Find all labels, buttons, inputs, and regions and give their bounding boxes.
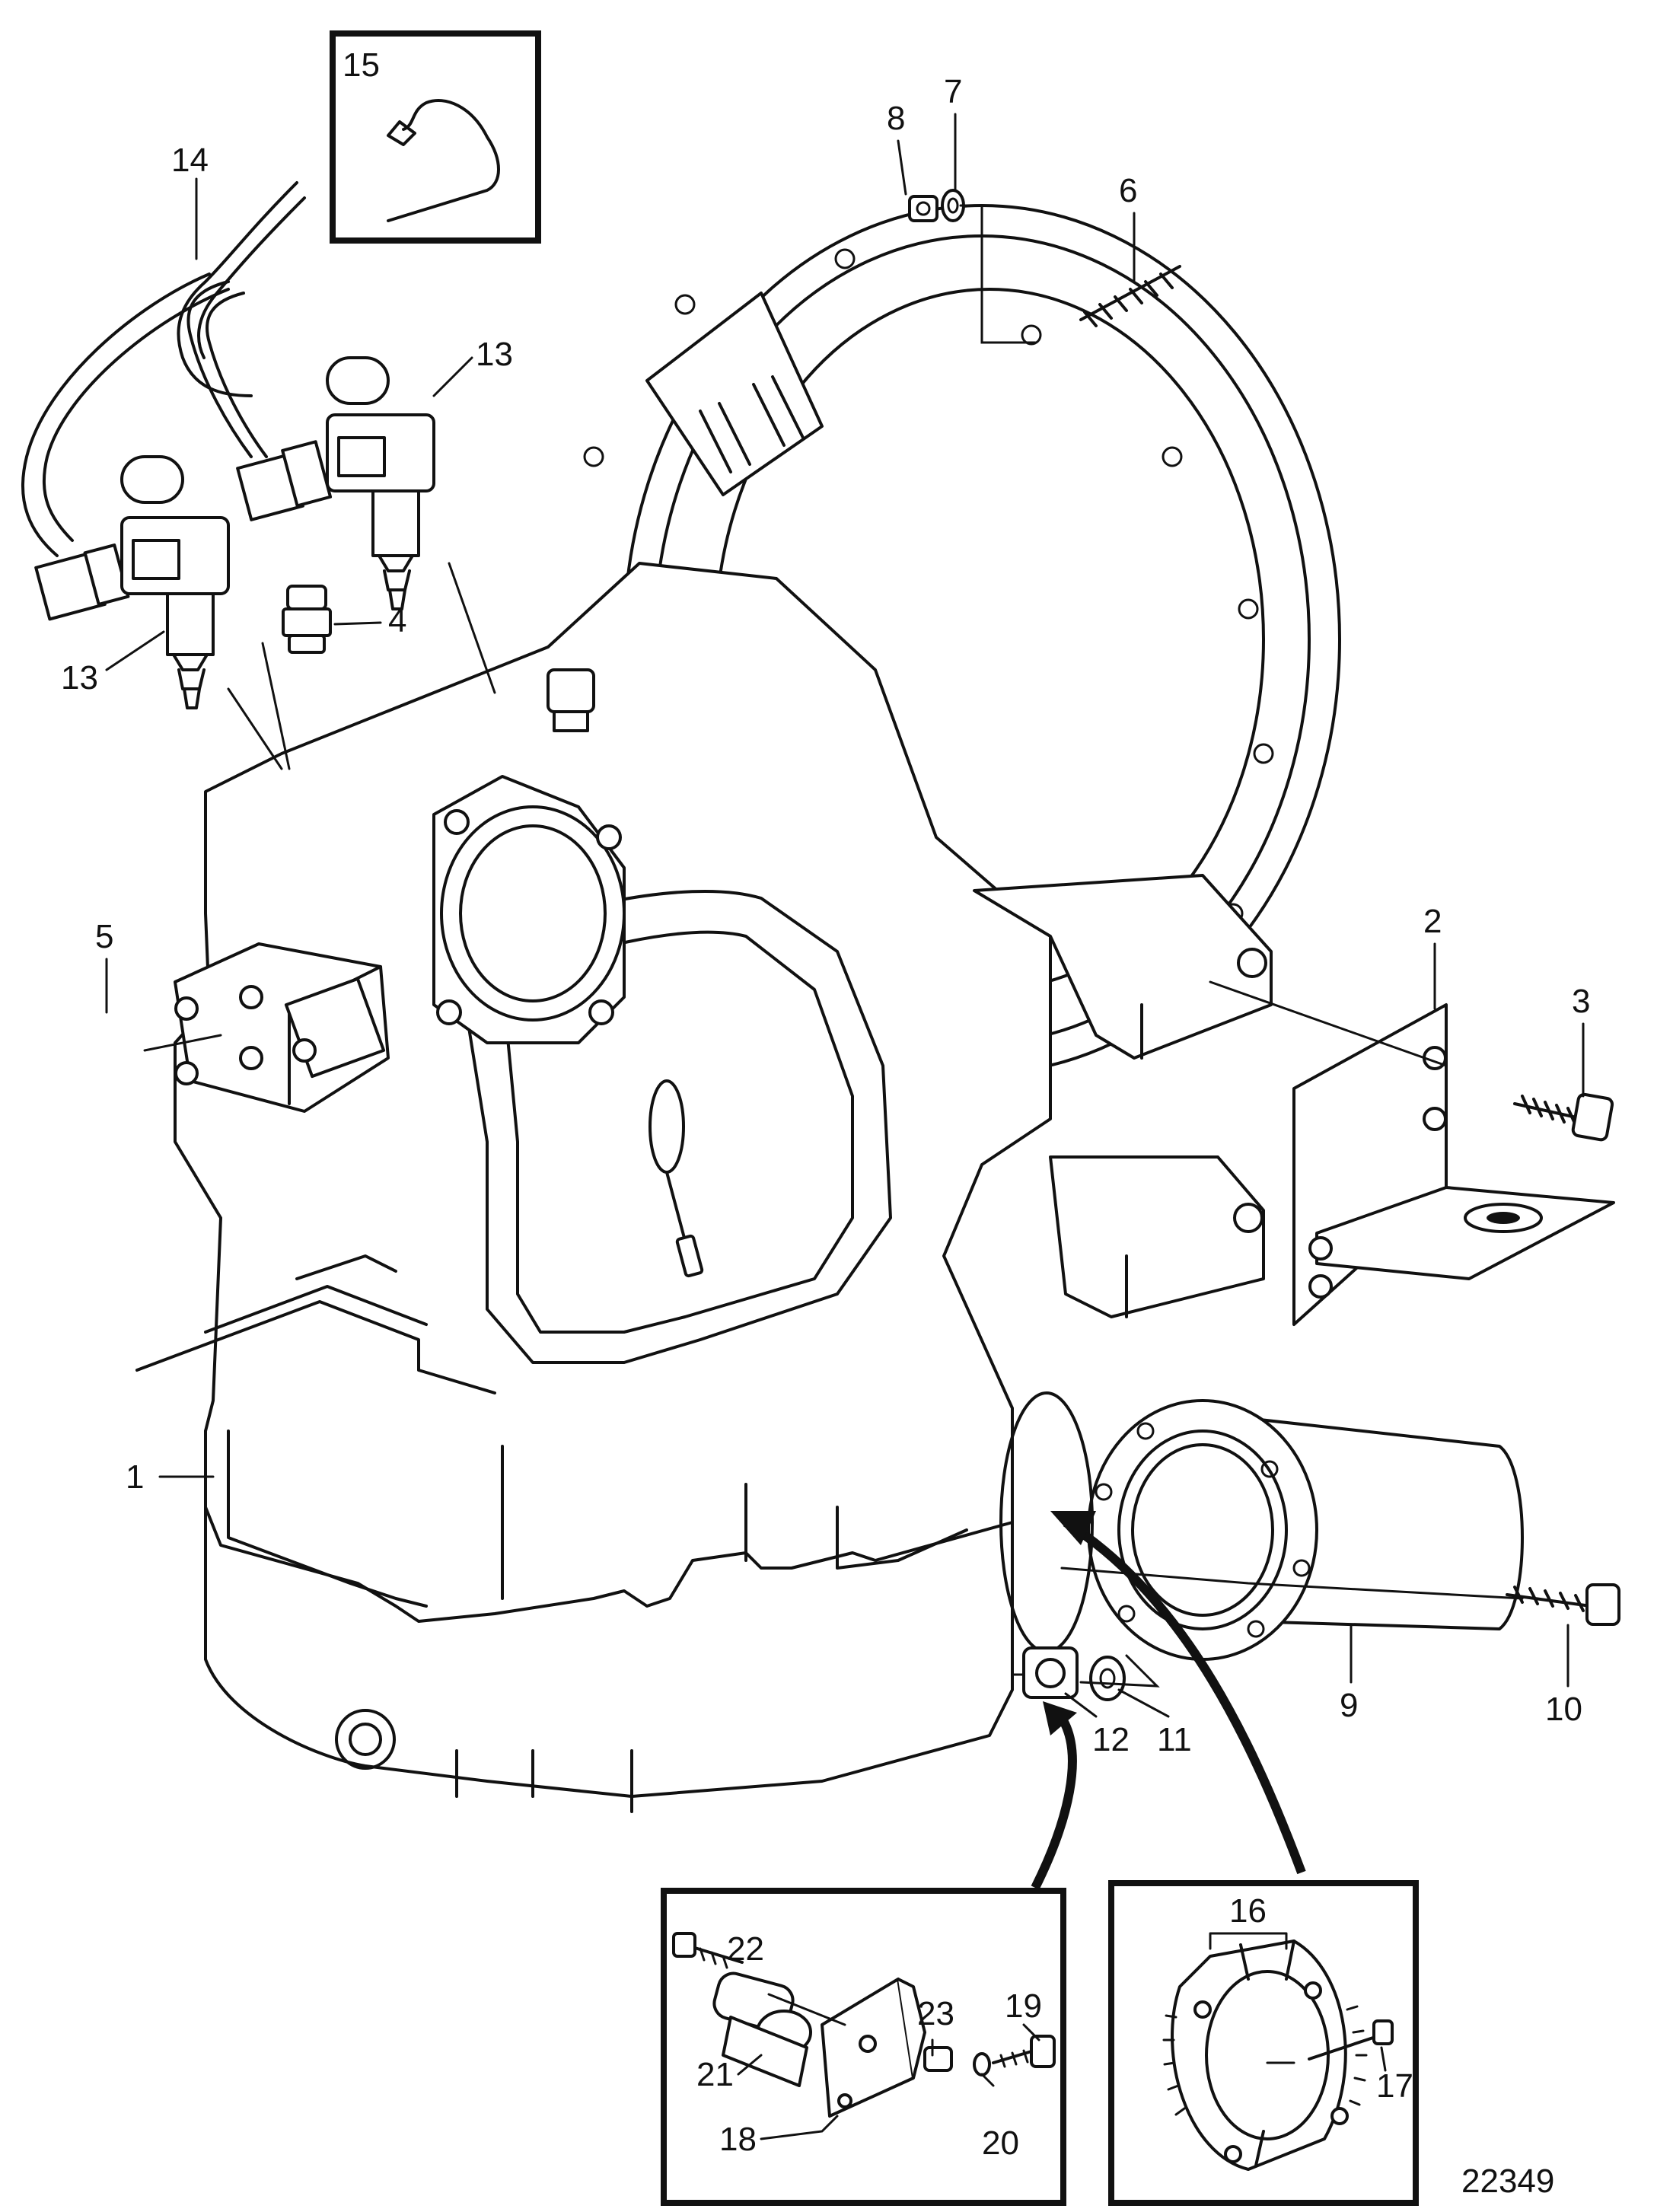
callout-13-lower: 13 bbox=[61, 659, 98, 696]
inset-box-15 bbox=[330, 30, 541, 244]
callout-12: 12 bbox=[1092, 1721, 1130, 1758]
fitting-4 bbox=[282, 585, 332, 654]
arrow-to-inset-bracket bbox=[1031, 1701, 1077, 1890]
valve-block bbox=[174, 942, 390, 1113]
callout-labels: 1 2 3 4 5 6 7 8 9 10 11 12 13 13 14 15 1… bbox=[61, 46, 1590, 2200]
gearbox-housing bbox=[135, 562, 1052, 1813]
pump-flange bbox=[432, 775, 626, 1044]
mounting-foot-lower bbox=[1049, 1155, 1265, 1318]
callout-20: 20 bbox=[982, 2124, 1019, 2162]
cable-harness bbox=[21, 181, 306, 557]
callout-8: 8 bbox=[887, 100, 905, 137]
cable-tie-icon bbox=[387, 99, 500, 222]
solenoid-valve-left bbox=[120, 455, 230, 709]
callout-21: 21 bbox=[696, 2056, 734, 2093]
arrow-to-inset-16 bbox=[1050, 1511, 1306, 1875]
callout-4: 4 bbox=[388, 602, 406, 639]
callout-7: 7 bbox=[944, 73, 962, 110]
mounting-foot-upper bbox=[973, 874, 1273, 1060]
callout-6: 6 bbox=[1119, 172, 1137, 209]
bolt-3 bbox=[1513, 1092, 1614, 1142]
callout-16: 16 bbox=[1229, 1892, 1267, 1930]
callout-11: 11 bbox=[1157, 1721, 1192, 1758]
callout-2: 2 bbox=[1423, 903, 1442, 940]
washer-11 bbox=[1089, 1656, 1126, 1701]
callout-23: 23 bbox=[917, 1995, 954, 2032]
inset-box-tone-ring bbox=[1108, 1880, 1419, 2206]
callout-22: 22 bbox=[727, 1930, 764, 1968]
stud-6 bbox=[1079, 265, 1181, 327]
callout-17: 17 bbox=[1376, 2067, 1413, 2105]
callout-10: 10 bbox=[1545, 1691, 1582, 1728]
cable-connector-right bbox=[236, 440, 333, 521]
callout-3: 3 bbox=[1572, 983, 1590, 1020]
bracket-2 bbox=[1292, 1003, 1615, 1326]
callout-9: 9 bbox=[1340, 1687, 1358, 1724]
callout-1: 1 bbox=[126, 1458, 144, 1496]
callout-18: 18 bbox=[719, 2121, 757, 2158]
oil-dipstick bbox=[648, 1079, 704, 1278]
nut-12 bbox=[1022, 1646, 1079, 1699]
callout-15: 15 bbox=[343, 46, 380, 84]
cable-connector-left bbox=[34, 543, 130, 621]
callout-19: 19 bbox=[1005, 1987, 1042, 2025]
drawing-number: 22349 bbox=[1461, 2163, 1554, 2200]
callout-14: 14 bbox=[171, 142, 209, 179]
nut-8 bbox=[908, 195, 938, 222]
bolt-10 bbox=[1506, 1583, 1620, 1626]
drain-boss bbox=[335, 1709, 396, 1770]
inset-box-speed-sensor bbox=[661, 1888, 1066, 2206]
breather-cap bbox=[547, 668, 595, 732]
callout-5: 5 bbox=[95, 918, 113, 955]
solenoid-valve-right bbox=[326, 356, 435, 610]
callout-13-upper: 13 bbox=[476, 336, 513, 373]
